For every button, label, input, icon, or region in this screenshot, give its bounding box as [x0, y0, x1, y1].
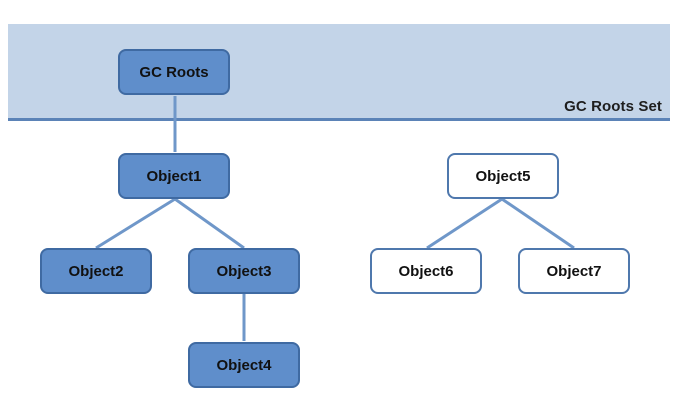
object3-node: Object3 — [188, 248, 300, 294]
edge-object5-object6 — [426, 197, 503, 250]
object5-node: Object5 — [447, 153, 559, 199]
object2-node: Object2 — [40, 248, 152, 294]
object7-node: Object7 — [518, 248, 630, 294]
edge-object5-object7 — [501, 197, 575, 250]
gc-roots-node: GC Roots — [118, 49, 230, 95]
gc-roots-set-label: GC Roots Set — [564, 98, 662, 115]
object6-node: Object6 — [370, 248, 482, 294]
edge-object1-object3 — [174, 197, 245, 250]
object1-node: Object1 — [118, 153, 230, 199]
object4-node: Object4 — [188, 342, 300, 388]
edge-object1-object2 — [95, 197, 176, 250]
